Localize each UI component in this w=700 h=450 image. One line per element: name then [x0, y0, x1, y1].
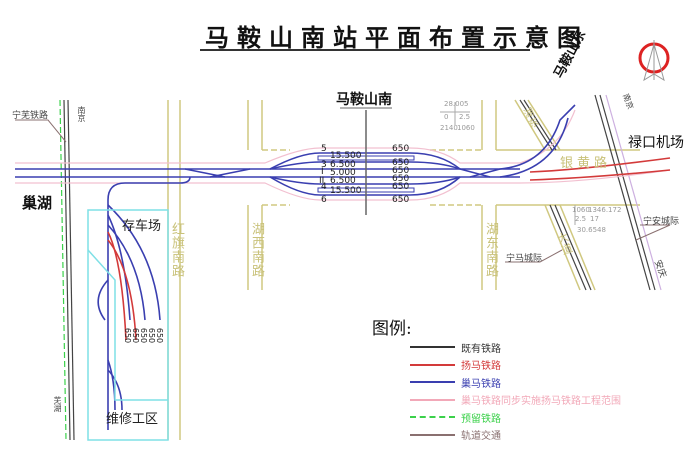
- maintenance-area-label: 维修工区: [106, 412, 159, 427]
- railway-label-ningan: 宁安城际: [643, 217, 680, 227]
- platform-width: 15.500: [330, 186, 362, 196]
- railway-label-ningwu: 宁芜铁路: [12, 111, 49, 121]
- slope-value: 0: [444, 113, 449, 121]
- slope-value: 1060: [457, 124, 475, 132]
- legend-swatch: [410, 416, 455, 418]
- track-number: 5: [321, 144, 327, 154]
- track-length: 650: [392, 174, 410, 184]
- legend-label: 巢马铁路: [461, 378, 501, 390]
- track-length: 650: [392, 144, 410, 154]
- slope-value: 30.6548: [577, 226, 606, 234]
- track-length: 650: [392, 158, 410, 168]
- yangma-railway: [107, 157, 671, 341]
- legend-swatch: [410, 346, 455, 348]
- platform-width: 6.500: [330, 160, 356, 170]
- legend-heading: 图例:: [372, 319, 412, 339]
- place-chaohu: 巢湖: [22, 194, 53, 212]
- track-length: 650: [392, 195, 410, 205]
- slope-value: 2140: [440, 124, 458, 132]
- slope-value: 2.5: [575, 215, 587, 223]
- legend-item: 巢马铁路: [410, 374, 501, 390]
- legend-item: 扬马铁路: [410, 357, 501, 373]
- station-name: 马鞍山南: [336, 92, 392, 108]
- direction-wuhu: 芜湖: [53, 396, 62, 412]
- track-length: 650: [392, 166, 410, 176]
- slope-value: 17: [590, 215, 599, 223]
- compass-icon: [638, 40, 670, 82]
- leader-lines: [15, 102, 671, 263]
- track-number: II: [319, 176, 325, 186]
- legend-item: 轨道交通: [410, 427, 501, 443]
- road-huxi-south: 湖西南路: [249, 222, 264, 278]
- road-hudong-south: 湖东南路: [483, 222, 498, 278]
- legend-swatch: [410, 381, 455, 383]
- place-lukou-airport: 禄口机场: [628, 135, 684, 151]
- title-underline: [200, 49, 530, 51]
- construction-scope: [15, 109, 671, 201]
- slope-value: 2.5: [459, 113, 471, 121]
- legend-item: 既有铁路: [410, 339, 501, 355]
- storage-yard-label: 存车场: [122, 219, 162, 234]
- track-number: 6: [321, 195, 327, 205]
- track-number: I: [321, 167, 324, 177]
- chaoma-railway: [15, 104, 576, 430]
- railway-label-ningma: 宁马城际: [506, 254, 543, 264]
- track-number: 4: [321, 182, 327, 192]
- legend-label: 预留铁路: [461, 413, 501, 425]
- slope-value: 1346.172: [588, 206, 622, 214]
- legend-swatch: [410, 398, 455, 401]
- road-hongqi-south: 红旗南路: [169, 222, 184, 278]
- slope-value: 28.005: [444, 100, 469, 108]
- road-yinhuang: 银黄路: [560, 156, 612, 171]
- depot-track-length: 650: [155, 327, 165, 344]
- depot-boundary: [87, 209, 169, 441]
- legend-item: 巢马铁路同步实施扬马铁路工程范围: [410, 392, 621, 408]
- legend-label: 既有铁路: [461, 343, 501, 355]
- legend-swatch: [410, 433, 455, 436]
- existing-railways: [63, 94, 662, 441]
- platform-width: 5.000: [330, 168, 356, 178]
- legend-item: 预留铁路: [410, 409, 501, 425]
- diagram-title: 马鞍山南站平面布置示意图: [205, 23, 589, 52]
- platform-width: 6.500: [330, 176, 356, 186]
- direction-nanjing-left: 南京: [77, 106, 86, 122]
- track-length: 650: [392, 182, 410, 192]
- legend-swatch: [410, 363, 455, 366]
- track-number: 3: [321, 160, 327, 170]
- reserved-railway: [59, 99, 67, 441]
- slope-value: 1060: [572, 206, 590, 214]
- legend-label: 扬马铁路: [461, 361, 501, 372]
- legend-label: 轨道交通: [461, 431, 501, 442]
- platform-width: 15.500: [330, 151, 362, 161]
- legend-label: 巢马铁路同步实施扬马铁路工程范围: [461, 396, 621, 407]
